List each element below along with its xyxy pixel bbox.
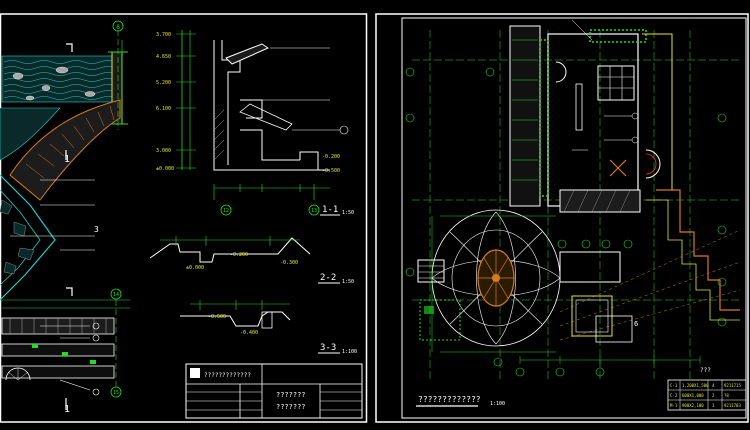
elevation-label: -0.200 <box>322 154 340 160</box>
schedule-cell: C-1 <box>670 383 678 388</box>
schedule-caption: ??? <box>700 367 711 374</box>
section-3-3: -0.500 -0.400 3-3 1:100 <box>180 300 357 355</box>
elevation-label: -0.500 <box>208 314 226 320</box>
schedule-cell: 600X1,000 <box>682 393 704 398</box>
grid-bubble-14: 14 <box>113 292 119 298</box>
section-scale-3: 1:100 <box>342 349 357 355</box>
section-mark-2: 1 <box>64 404 70 415</box>
grid-bubble-12: 12 <box>223 208 229 214</box>
company-logo <box>190 368 200 378</box>
schedule-cell: 2 <box>712 393 715 398</box>
section-label-2-2: 2-2 <box>320 273 336 283</box>
circular-plaza <box>431 209 561 353</box>
schedule-cell: 1,200X1,500 <box>682 383 709 388</box>
door-window-schedule: ??? C-1 1,200X1,500 4 9211715 C-2 600X1,… <box>667 367 747 411</box>
schedule-cell: 4 <box>712 383 715 388</box>
schedule-cell: 1 <box>712 403 715 408</box>
stepped-wall <box>559 189 741 341</box>
schedule-cell: M-1 <box>670 403 678 408</box>
section-2-2: ±0.000 -0.200 -0.300 2-2 1:50 <box>149 236 354 285</box>
elevation-label: -0.400 <box>240 330 258 336</box>
section-scale-1: 1:50 <box>342 210 354 216</box>
plan-title: ????????????? <box>418 395 481 404</box>
section-mark-3: 3 <box>94 225 99 234</box>
grid-bubble-8: 8 <box>116 24 120 31</box>
title-block: ????????????? ??????? ??????? <box>185 363 363 419</box>
upper-room-plan <box>509 19 673 213</box>
elevation-label: ±0.000 <box>156 166 174 172</box>
schedule-cell: 900X2,100 <box>682 403 704 408</box>
title-block-logo-text: ????????????? <box>204 372 251 379</box>
elevation-label: 5.200 <box>156 80 171 86</box>
elevation-label: -0.200 <box>230 252 248 258</box>
elevation-label: 3.700 <box>156 32 171 38</box>
section-mark-6: 6 <box>634 320 638 328</box>
garden-plan: 1 1 3 8 <box>0 20 128 415</box>
lower-plan-strip: 14 <box>1 288 130 398</box>
schedule-cell: ?8 <box>724 393 729 398</box>
section-mark-1: 1 <box>64 154 70 165</box>
elevation-label: 4.650 <box>156 54 171 60</box>
section-label-3-3: 3-3 <box>320 343 336 353</box>
drawing-title-line-2: ??????? <box>276 403 306 411</box>
schedule-cell: C-2 <box>670 393 678 398</box>
elevation-label: -0.500 <box>322 168 340 174</box>
drawing-title-line-1: ??????? <box>276 391 306 399</box>
elevation-label: ±0.000 <box>186 265 204 271</box>
section-label-1-1: 1-1 <box>322 205 338 215</box>
elevation-label: 6.100 <box>156 106 171 112</box>
lower-right-structures: 6 <box>493 239 701 377</box>
left-sheet-frame <box>0 13 368 423</box>
right-sheet: 6 ????????????? 1:100 ??? <box>375 13 749 423</box>
grid-bubble-13: 13 <box>311 208 317 214</box>
left-sheet: 1 1 3 8 <box>0 13 368 423</box>
grid-bubble-15: 15 <box>113 390 119 396</box>
section-scale-2: 1:50 <box>342 279 354 285</box>
plan-scale: 1:100 <box>490 401 505 407</box>
elevation-label: 3.000 <box>156 148 171 154</box>
schedule-cell: 9211703 <box>724 403 741 408</box>
right-sheet-frame <box>375 13 749 423</box>
schedule-cell: 9211715 <box>724 383 741 388</box>
right-sheet-inner-frame <box>401 17 747 419</box>
lower-left-block <box>417 259 461 341</box>
elevation-label: -0.300 <box>280 260 298 266</box>
wall-section-elevation: 3.700 4.650 5.200 6.100 3.000 ±0.000 <box>156 30 354 216</box>
